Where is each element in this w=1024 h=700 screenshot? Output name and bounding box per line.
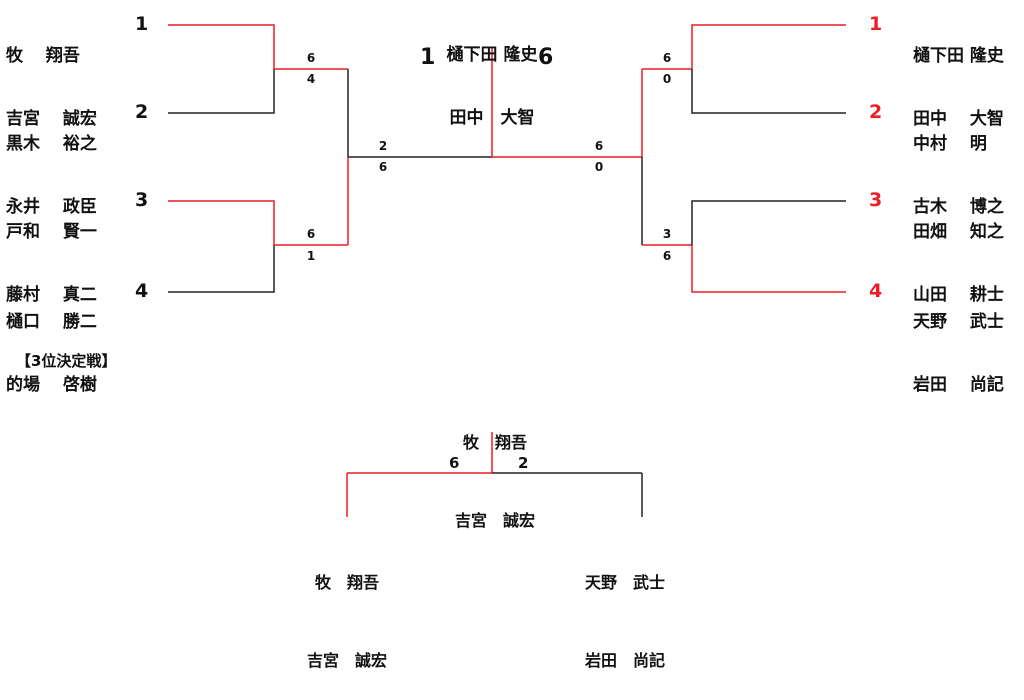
line-left-4 [168,245,275,293]
right-seed-4: 4 [869,280,883,302]
player-name: 天野 武士 [584,573,665,592]
left-r1-m1-score-bottom: 4 [306,72,316,86]
player-name: 的場 啓樹 [6,375,97,395]
left-sf-score-top: 2 [378,139,388,153]
left-semifinal-lines [347,69,492,245]
champion-names: 樋下田 隆史 田中 大智 [412,3,572,150]
line-left-1 [168,24,275,69]
player-name: 天野 武士 [913,312,1004,332]
right-r1-m2-score-top: 3 [662,227,672,241]
right-seed-3: 3 [869,189,883,211]
left-team-2: 黒木 裕之 永井 政臣 [6,92,97,239]
left-r1-m1-score-top: 6 [306,51,316,65]
player-name: 牧 翔吾 [6,46,80,66]
right-r1-m2-score-bottom: 6 [662,249,672,263]
left-team-4: 樋口 勝二 的場 啓樹 [6,270,97,417]
left-seed-1: 1 [135,13,149,35]
player-name: 吉宮 誠宏 [306,651,387,670]
left-match-2-lines [168,200,348,293]
line-left-3 [168,200,275,245]
final-score-left: 1 [420,45,436,70]
left-sf-score-bottom: 6 [378,160,388,174]
line-right-2 [691,69,846,114]
right-team-2: 中村 明 古木 博之 [913,92,1004,239]
player-name: 田畑 知之 [913,222,1004,242]
player-name: 古木 博之 [913,197,1004,217]
line-right-1 [691,24,846,69]
player-name: 岩田 尚記 [913,375,1004,395]
right-r1-m1-score-top: 6 [662,51,672,65]
player-name: 中村 明 [913,134,987,154]
player-name: 藤村 真二 [6,285,97,305]
right-sf-score-bottom: 0 [594,160,604,174]
line-left-2 [168,69,275,114]
third-place-left-team: 牧 翔吾 吉宮 誠宏 [287,518,407,700]
player-name: 田中 大智 [449,108,535,128]
bracket-lines [168,24,846,517]
right-team-1: 樋下田 隆史 田中 大智 [913,4,1004,151]
player-name: 牧 翔吾 [314,573,379,592]
third-place-lines [346,432,643,517]
left-r1-m2-score-top: 6 [306,227,316,241]
right-match-1-lines [642,24,846,114]
right-r1-m1-score-bottom: 0 [662,72,672,86]
final-score-right: 6 [538,45,554,70]
left-r1-m2-score-bottom: 1 [306,249,316,263]
left-seed-4: 4 [135,280,149,302]
left-team-1: 牧 翔吾 吉宮 誠宏 [6,4,97,151]
right-seed-2: 2 [869,101,883,123]
right-team-4: 天野 武士 岩田 尚記 [913,270,1004,417]
line-right-4 [691,245,846,293]
third-place-score-left: 6 [449,454,460,472]
player-name: 吉宮 誠宏 [6,109,97,129]
third-place-title: 【3位決定戦】 [16,352,117,370]
player-name: 樋下田 隆史 [446,45,538,65]
player-name: 樋下田 隆史 [913,46,1004,66]
right-sf-score-top: 6 [594,139,604,153]
player-name: 黒木 裕之 [6,134,97,154]
line-right-3 [691,200,846,245]
right-seed-1: 1 [869,13,883,35]
third-place-score-right: 2 [518,454,529,472]
left-team-3: 戸和 賢一 藤村 真二 [6,180,97,327]
left-seed-3: 3 [135,189,149,211]
right-team-3: 田畑 知之 山田 耕士 [913,180,1004,327]
player-name: 田中 大智 [913,109,1004,129]
right-match-2-lines [642,200,846,293]
left-match-1-lines [168,24,348,114]
player-name: 岩田 尚記 [584,651,665,670]
left-seed-2: 2 [135,101,149,123]
player-name: 樋口 勝二 [6,312,97,332]
third-place-right-team: 天野 武士 岩田 尚記 [565,518,685,700]
player-name: 吉宮 誠宏 [454,511,535,530]
player-name: 永井 政臣 [6,197,97,217]
player-name: 戸和 賢一 [6,222,97,242]
final-lines [491,48,642,158]
player-name: 山田 耕士 [913,285,1004,305]
third-place-winner: 牧 翔吾 吉宮 誠宏 [440,378,550,560]
player-name: 牧 翔吾 [462,433,527,452]
